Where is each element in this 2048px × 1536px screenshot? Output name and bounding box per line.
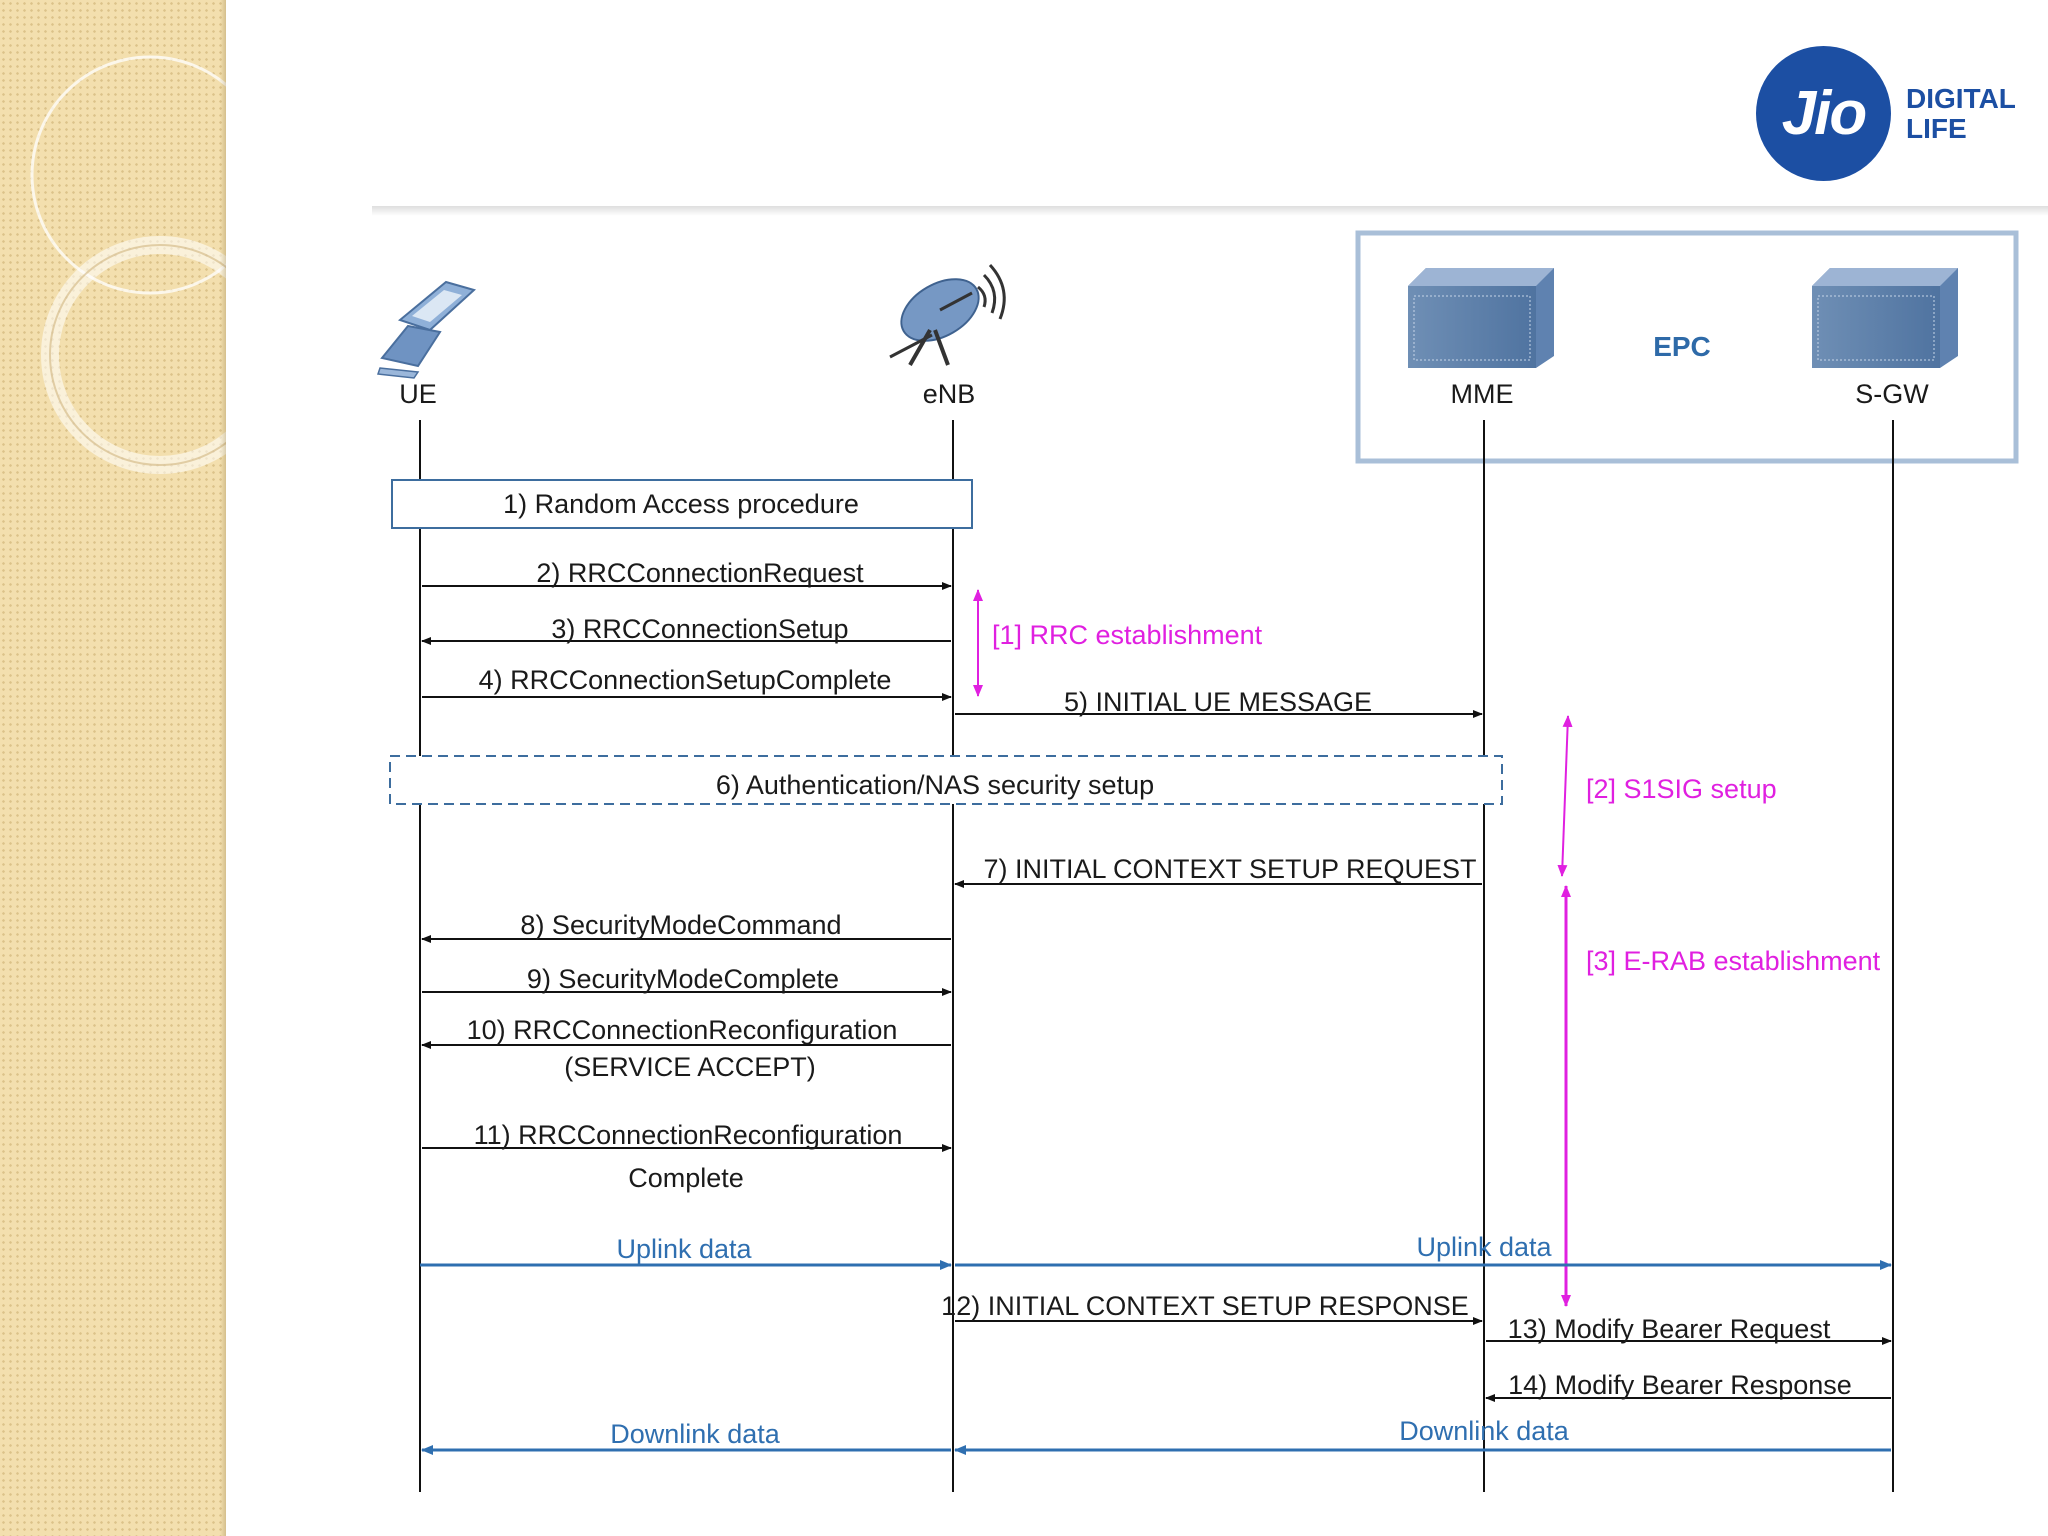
step-3-label: 3) RRCConnectionSetup [551, 614, 848, 644]
logo-text-life: LIFE [1906, 113, 1967, 144]
step-10-sublabel: (SERVICE ACCEPT) [564, 1052, 816, 1082]
phase-2-bracket [1557, 715, 1573, 877]
entity-label-ue: UE [399, 379, 437, 409]
entity-label-mme: MME [1451, 379, 1514, 409]
epc-label: EPC [1653, 331, 1711, 362]
phase-2-label: [2] S1SIG setup [1586, 774, 1777, 804]
downlink-label-1: Downlink data [610, 1419, 781, 1449]
step-7-label: 7) INITIAL CONTEXT SETUP REQUEST [983, 854, 1476, 884]
header-divider [372, 206, 2048, 216]
epc-box [1355, 230, 2019, 464]
satellite-dish-icon [889, 263, 1006, 366]
step-8-label: 8) SecurityModeCommand [520, 910, 841, 940]
step-13-label: 13) Modify Bearer Request [1508, 1314, 1831, 1344]
decorative-sidebar [0, 0, 226, 1536]
uplink-label-2: Uplink data [1416, 1232, 1552, 1262]
logo-text-digital: DIGITAL [1906, 83, 2016, 114]
auth-nas-security-box [389, 755, 1503, 805]
entity-label-sgw: S-GW [1855, 379, 1929, 409]
jio-logo: Jio DIGITAL LIFE [1756, 46, 2016, 186]
step-11-label: 11) RRCConnectionReconfiguration [474, 1120, 903, 1150]
step-12-label: 12) INITIAL CONTEXT SETUP RESPONSE [941, 1291, 1469, 1321]
step-11-sublabel: Complete [628, 1163, 744, 1193]
step-14-label: 14) Modify Bearer Response [1508, 1370, 1852, 1400]
uplink-label-1: Uplink data [616, 1234, 752, 1264]
step-2-label: 2) RRCConnectionRequest [536, 558, 864, 588]
random-access-box [391, 479, 973, 529]
step-1-label: 1) Random Access procedure [503, 489, 859, 519]
entity-label-enb: eNB [923, 379, 976, 409]
step-5-label: 5) INITIAL UE MESSAGE [1064, 687, 1372, 717]
step-9-label: 9) SecurityModeComplete [527, 964, 839, 994]
server-icon [1812, 268, 1958, 368]
phase-1-label: [1] RRC establishment [992, 620, 1263, 650]
step-10-label: 10) RRCConnectionReconfiguration [467, 1015, 898, 1045]
step-4-label: 4) RRCConnectionSetupComplete [479, 665, 892, 695]
mobile-phone-icon [376, 280, 477, 379]
downlink-label-2: Downlink data [1399, 1416, 1570, 1446]
phase-3-label: [3] E-RAB establishment [1586, 946, 1881, 976]
decorative-rings [30, 55, 226, 474]
step-6-label: 6) Authentication/NAS security setup [716, 770, 1154, 800]
jio-logo-mark: Jio [1756, 46, 1891, 181]
server-icon [1408, 268, 1554, 368]
